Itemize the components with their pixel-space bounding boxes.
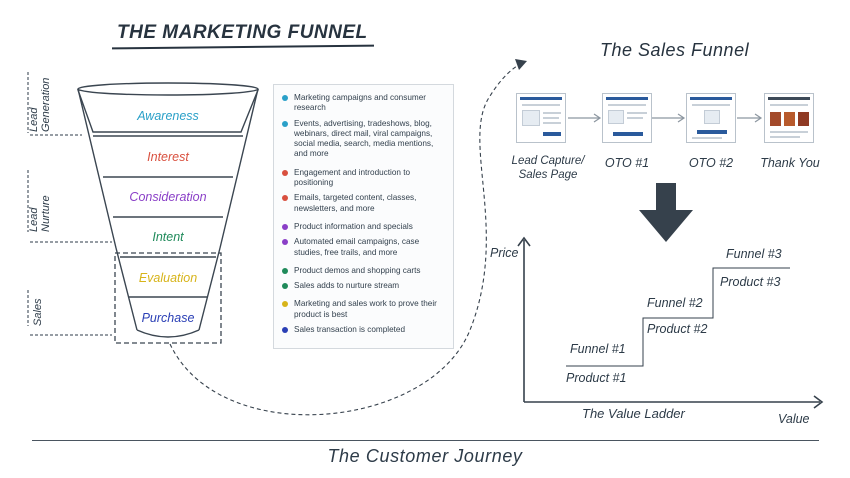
stage-interest: Interest: [88, 150, 248, 164]
stage-consideration: Consideration: [88, 190, 248, 204]
legend-text: Emails, targeted content, classes, newsl…: [294, 193, 417, 213]
legend-text: Sales adds to nurture stream: [294, 281, 400, 291]
stage-awareness: Awareness: [88, 109, 248, 123]
sales-step-label: Lead Capture/: [511, 155, 585, 167]
value-ladder-steps: [566, 267, 790, 367]
stage-intent: Intent: [88, 230, 248, 244]
legend-item: Product information and specials: [282, 222, 447, 232]
product-1-label: Product #1: [566, 371, 627, 385]
stage-label: Interest: [147, 150, 189, 164]
value-ladder-title: The Value Ladder: [582, 406, 685, 421]
legend-text: Engagement and introduction to positioni…: [294, 167, 411, 188]
stage-label: Evaluation: [138, 271, 198, 285]
sales-step-label: Sales Page: [518, 169, 578, 181]
legend-item: Events, advertising, tradeshows, blog, w…: [282, 119, 447, 160]
legend-text: Marketing campaigns and consumer researc…: [294, 93, 426, 113]
legend-item: Engagement and introduction to positioni…: [282, 168, 447, 189]
funnel-3-label: Funnel #3: [726, 247, 782, 261]
bullet-dot-icon: [282, 95, 288, 101]
bullet-dot-icon: [282, 169, 288, 176]
x-axis-label: Value: [778, 412, 810, 426]
product-3-label: Product #3: [720, 275, 781, 289]
sales-step-oto2: OTO #2: [688, 156, 734, 170]
oto1-thumbnail: [602, 93, 652, 143]
sales-step-arrows: [568, 113, 763, 123]
legend-text: Automated email campaigns, case studies,…: [294, 237, 420, 257]
connector-arrowhead: [515, 59, 527, 70]
legend-text: Marketing and sales work to prove their …: [294, 299, 437, 319]
legend-item: Marketing campaigns and consumer researc…: [282, 93, 447, 114]
legend-item: Emails, targeted content, classes, newsl…: [282, 193, 447, 214]
customer-journey-title: The Customer Journey: [327, 446, 523, 466]
stage-evaluation: Evaluation: [88, 271, 248, 285]
legend-text: Product demos and shopping carts: [294, 265, 421, 275]
legend-item: Sales adds to nurture stream: [282, 281, 447, 291]
bullet-dot-icon: [282, 239, 288, 246]
bullet-dot-icon: [282, 283, 288, 290]
bullet-dot-icon: [282, 223, 288, 230]
sales-step-lead-capture: Lead Capture/ Sales Page: [508, 154, 588, 182]
side-brackets: [27, 72, 112, 336]
legend-text: Product information and specials: [294, 221, 413, 231]
down-arrow: [639, 183, 693, 242]
y-axis-label: Price: [490, 246, 519, 260]
stage-label: Consideration: [129, 190, 207, 204]
legend-item: Product demos and shopping carts: [282, 266, 447, 276]
journey-divider: [32, 440, 819, 441]
bullet-dot-icon: [282, 120, 288, 127]
bullet-dot-icon: [282, 301, 288, 308]
legend-item: Automated email campaigns, case studies,…: [282, 237, 447, 258]
journey-connector: [169, 63, 521, 416]
legend-text: Events, advertising, tradeshows, blog, w…: [294, 118, 434, 159]
funnel-2-label: Funnel #2: [647, 296, 703, 310]
funnel-body: [77, 82, 259, 338]
marketing-funnel-title: THE MARKETING FUNNEL: [117, 22, 368, 43]
stage-label: Purchase: [141, 311, 195, 325]
sales-step-oto1: OTO #1: [604, 156, 650, 170]
legend-item: Sales transaction is completed: [282, 325, 447, 335]
funnel-1-label: Funnel #1: [570, 342, 626, 356]
lead-capture-thumbnail: [516, 93, 566, 143]
stage-label: Intent: [152, 230, 184, 244]
stage-purchase: Purchase: [88, 311, 248, 325]
bullet-dot-icon: [282, 327, 288, 334]
value-ladder-axes: [517, 236, 824, 409]
legend-item: Marketing and sales work to prove their …: [282, 299, 447, 320]
sales-box: [114, 252, 222, 344]
bullet-dot-icon: [282, 195, 288, 202]
sales-funnel-title: The Sales Funnel: [600, 40, 750, 60]
thank-you-thumbnail: [764, 93, 814, 143]
product-2-label: Product #2: [647, 322, 708, 336]
legend-panel: Marketing campaigns and consumer researc…: [273, 84, 454, 349]
oto2-thumbnail: [686, 93, 736, 143]
stage-label: Awareness: [137, 109, 199, 123]
bullet-dot-icon: [282, 267, 288, 274]
legend-text: Sales transaction is completed: [294, 325, 406, 335]
sales-step-thank-you: Thank You: [760, 156, 820, 170]
